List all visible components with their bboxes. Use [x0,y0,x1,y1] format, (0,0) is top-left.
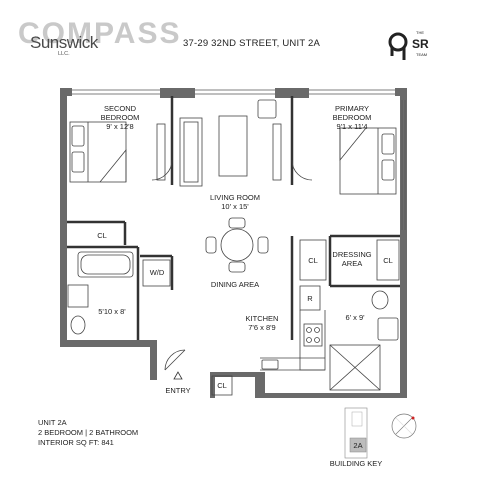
kitchen-title: KITCHEN [246,314,279,323]
team-sub: TEAM [416,52,428,57]
second-bedroom-title-1: SECOND [104,104,137,113]
compass-rose-icon [391,413,417,439]
bath-left-dims: 5'10 x 8' [98,307,126,316]
second-bedroom-title-2: BEDROOM [101,113,140,122]
interior-walls [67,96,400,340]
dressing-area-title-2: AREA [342,259,362,268]
living-room-title: LIVING ROOM [210,193,260,202]
brand-sub: LLC. [58,51,70,57]
washer-dryer-label: W/D [150,268,165,277]
exterior-walls [60,88,407,398]
brand-logo-text: Sunswick [30,33,98,52]
closet-label-entry: CL [217,381,227,390]
kitchen-dims: 7'6 x 8'9 [248,323,275,332]
team-name: SR [412,37,429,51]
unit-layout: 2 BEDROOM | 2 BATHROOM [38,428,139,437]
furniture [69,99,397,273]
entry-arrow-icon [173,371,183,380]
sr-team-logo-icon [388,32,408,60]
primary-bedroom-title-2: BEDROOM [333,113,372,122]
living-room-dims: 10' x 15' [221,202,249,211]
address-title: 37-29 32ND STREET, UNIT 2A [183,38,321,49]
windows [72,89,406,230]
closet-label-dressing-right: CL [383,256,393,265]
building-key: 2A BUILDING KEY [330,407,383,468]
key-unit-label: 2A [353,441,362,450]
dining-area-title: DINING AREA [211,280,259,289]
primary-bedroom-dims: 9'1 x 11'4 [336,122,367,131]
unit-area: INTERIOR SQ FT: 841 [38,438,114,447]
second-bedroom-dims: 9' x 12'8 [106,122,133,131]
dressing-area-title-1: DRESSING [332,250,371,259]
entry-label: ENTRY [165,386,190,395]
bath-right-dims: 6' x 9' [345,313,365,322]
team-the: THE [416,30,424,35]
thin-lines [67,159,400,396]
primary-bedroom-title-1: PRIMARY [335,104,369,113]
closet-label-dressing-left: CL [308,256,318,265]
compass-watermark: COMPASS [18,17,181,50]
key-title: BUILDING KEY [330,459,383,468]
unit-name: UNIT 2A [38,418,67,427]
room-labels: SECOND BEDROOM 9' x 12'8 PRIMARY BEDROOM… [97,104,393,395]
unit-info: UNIT 2A 2 BEDROOM | 2 BATHROOM INTERIOR … [38,418,138,448]
closet-label-left: CL [97,231,107,240]
refrigerator-label: R [307,294,313,303]
